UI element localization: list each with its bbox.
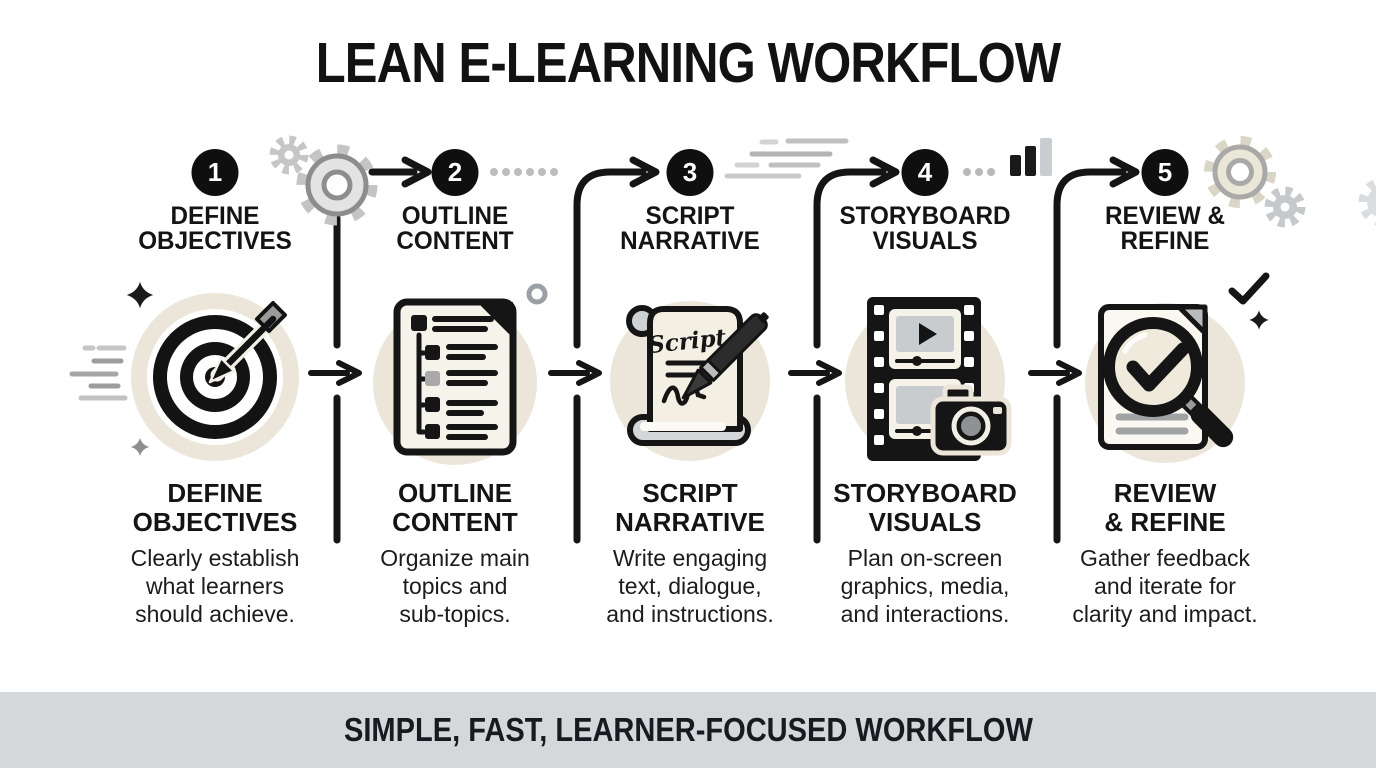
step-number-badge: 3 [666, 149, 714, 196]
step-description: Clearly establish what learners should a… [130, 545, 300, 627]
outline-document-icon [360, 282, 550, 472]
step-bottom-label: DEFINE OBJECTIVES [132, 478, 298, 537]
step-top-label: SCRIPT NARRATIVE [620, 202, 760, 255]
step-top-label: DEFINE OBJECTIVES [138, 202, 292, 255]
step-bottom-label: SCRIPT NARRATIVE [615, 478, 765, 537]
step-bottom-label: REVIEW & REFINE [1104, 478, 1226, 537]
footer-tagline: SIMPLE, FAST, LEARNER-FOCUSED WORKFLOW [343, 711, 1033, 748]
camera-icon [930, 384, 1012, 456]
step-top-label: STORYBOARD VISUALS [839, 202, 1011, 255]
step-bottom-label: STORYBOARD VISUALS [833, 478, 1017, 537]
step-description: Plan on-screen graphics, media, and inte… [840, 545, 1010, 627]
step-number-badge: 2 [431, 149, 479, 196]
step-number-badge: 1 [191, 149, 239, 196]
workflow-step-3: 3 SCRIPT NARRATIVE Script [570, 140, 810, 680]
magnifier-check-icon [1070, 282, 1260, 472]
step-description: Write engaging text, dialogue, and instr… [606, 545, 774, 627]
step-description: Gather feedback and iterate for clarity … [1072, 545, 1258, 627]
step-top-label: OUTLINE CONTENT [396, 202, 514, 255]
step-top-label: REVIEW & REFINE [1105, 202, 1225, 255]
edge-gear-icon [1358, 178, 1376, 226]
workflow-step-5: 5 REVIEW & REFINE REVIEW & REFINE [1045, 140, 1285, 680]
step-description: Organize main topics and sub-topics. [380, 545, 530, 627]
workflow-step-1: 1 DEFINE OBJECTIVES DEFINE OBJECTIVES Cl… [95, 140, 335, 680]
page-title: LEAN E-LEARNING WORKFLOW [315, 31, 1061, 95]
footer-banner: SIMPLE, FAST, LEARNER-FOCUSED WORKFLOW [0, 692, 1376, 768]
workflow-step-2: 2 OUTLINE CONTENT [335, 140, 575, 680]
target-arrow-icon [120, 282, 310, 472]
step-bottom-label: OUTLINE CONTENT [392, 478, 518, 537]
script-pen-icon: Script [595, 282, 785, 472]
step-number-badge: 4 [901, 149, 949, 196]
step-number-badge: 5 [1141, 149, 1189, 196]
filmstrip-camera-icon [830, 282, 1020, 472]
workflow-step-4: 4 STORYBOARD VISUALS [805, 140, 1045, 680]
